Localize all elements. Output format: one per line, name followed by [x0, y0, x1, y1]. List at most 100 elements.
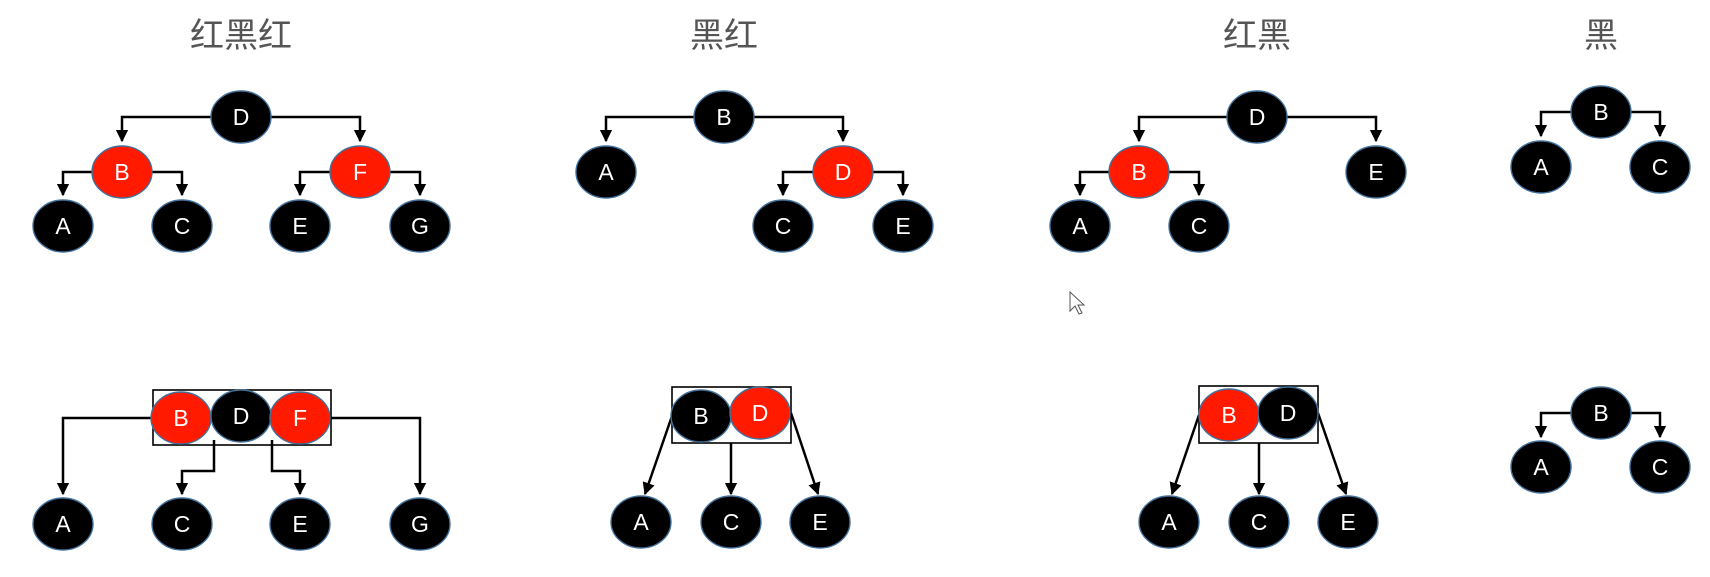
node-bottom-3-a: A [1510, 440, 1572, 494]
node-top-0-e: E [269, 199, 331, 253]
edge-top-0-b-c [151, 170, 189, 197]
node-label: G [411, 511, 429, 537]
edge-top-3-b-c [1630, 110, 1667, 138]
group-title-black-red: 黑红 [690, 16, 758, 56]
edge-top-2-d-e [1286, 115, 1383, 143]
node-top-1-d: D [812, 145, 874, 199]
node-circle [389, 199, 451, 253]
node-bottom-1-a: A [610, 495, 672, 549]
edge-bottom-0-group-g [331, 416, 427, 496]
node-circle [1138, 495, 1200, 549]
edge-bottom-1-group-e [789, 412, 821, 496]
node-circle [752, 199, 814, 253]
node-circle [1108, 145, 1170, 199]
edge-bottom-0-group-a [56, 416, 153, 496]
node-circle [693, 90, 755, 144]
node-bottom-2-b: B [1198, 388, 1260, 442]
node-label: C [1652, 454, 1669, 480]
node-bottom-0-d: D [210, 389, 272, 443]
node-label: D [233, 104, 250, 130]
group-title-red-black-red: 红黑红 [190, 16, 292, 56]
node-top-3-b: B [1570, 85, 1632, 139]
node-label: D [233, 403, 250, 429]
group-title-black: 黑 [1584, 16, 1618, 56]
node-circle [729, 386, 791, 440]
node-top-2-a: A [1049, 199, 1111, 253]
edge-top-1-d-c [776, 170, 814, 197]
edge-bottom-0-group-e [270, 440, 307, 496]
node-circle [91, 145, 153, 199]
node-label: A [1533, 454, 1549, 480]
node-label: C [723, 509, 740, 535]
node-label: F [293, 405, 307, 431]
node-label: A [598, 159, 614, 185]
node-circle [1345, 145, 1407, 199]
node-bottom-1-d: D [729, 386, 791, 440]
node-circle [700, 495, 762, 549]
node-label: B [1131, 159, 1146, 185]
node-circle [389, 497, 451, 551]
node-circle [1629, 440, 1691, 494]
node-label: D [835, 159, 852, 185]
node-circle [1570, 386, 1632, 440]
node-label: C [1652, 154, 1669, 180]
edge-top-0-d-f [271, 115, 367, 143]
edge-top-0-f-g [389, 170, 427, 197]
node-label: C [1251, 509, 1268, 535]
node-label: A [1533, 154, 1549, 180]
node-top-2-e: E [1345, 145, 1407, 199]
node-label: B [173, 405, 188, 431]
node-top-2-c: C [1168, 199, 1230, 253]
node-label: B [1593, 99, 1608, 125]
node-top-3-c: C [1629, 140, 1691, 194]
node-circle [1510, 440, 1572, 494]
edge-top-1-d-e [872, 170, 910, 197]
edge-bottom-2-group-e [1316, 412, 1349, 496]
node-top-0-d: D [210, 90, 272, 144]
node-bottom-3-c: C [1629, 440, 1691, 494]
node-bottom-2-e: E [1317, 495, 1379, 549]
node-bottom-1-e: E [789, 495, 851, 549]
node-label: G [411, 213, 429, 239]
node-circle [610, 495, 672, 549]
edge-top-0-d-b [115, 115, 212, 143]
node-label: B [693, 403, 708, 429]
node-circle [1317, 495, 1379, 549]
node-label: A [55, 213, 71, 239]
node-bottom-0-c: C [151, 497, 213, 551]
node-top-3-a: A [1510, 140, 1572, 194]
edge-bottom-3-b-c [1630, 411, 1667, 439]
node-bottom-0-e: E [269, 497, 331, 551]
edge-top-2-d-b [1132, 115, 1228, 143]
node-top-0-b: B [91, 145, 153, 199]
node-label: A [633, 509, 649, 535]
node-label: B [1221, 402, 1236, 428]
node-circle [269, 391, 331, 445]
node-circle [32, 497, 94, 551]
node-label: C [775, 213, 792, 239]
node-bottom-0-a: A [32, 497, 94, 551]
node-label: A [1072, 213, 1088, 239]
node-bottom-2-c: C [1228, 495, 1290, 549]
edge-top-1-b-a [599, 115, 695, 143]
node-label: D [752, 400, 769, 426]
group-title-red-black: 红黑 [1223, 16, 1291, 56]
node-circle [1049, 199, 1111, 253]
node-circle [1168, 199, 1230, 253]
edge-top-1-b-d [753, 115, 850, 143]
node-label: C [174, 511, 191, 537]
node-label: B [114, 159, 129, 185]
mouse-cursor-icon [1069, 290, 1086, 315]
node-label: D [1249, 104, 1266, 130]
node-label: E [292, 213, 307, 239]
node-circle [151, 199, 213, 253]
node-circle [32, 199, 94, 253]
node-circle [872, 199, 934, 253]
node-bottom-0-b: B [150, 391, 212, 445]
node-top-2-b: B [1108, 145, 1170, 199]
edge-top-2-b-c [1168, 170, 1206, 197]
edge-bottom-0-group-c [175, 440, 216, 496]
node-label: E [895, 213, 910, 239]
